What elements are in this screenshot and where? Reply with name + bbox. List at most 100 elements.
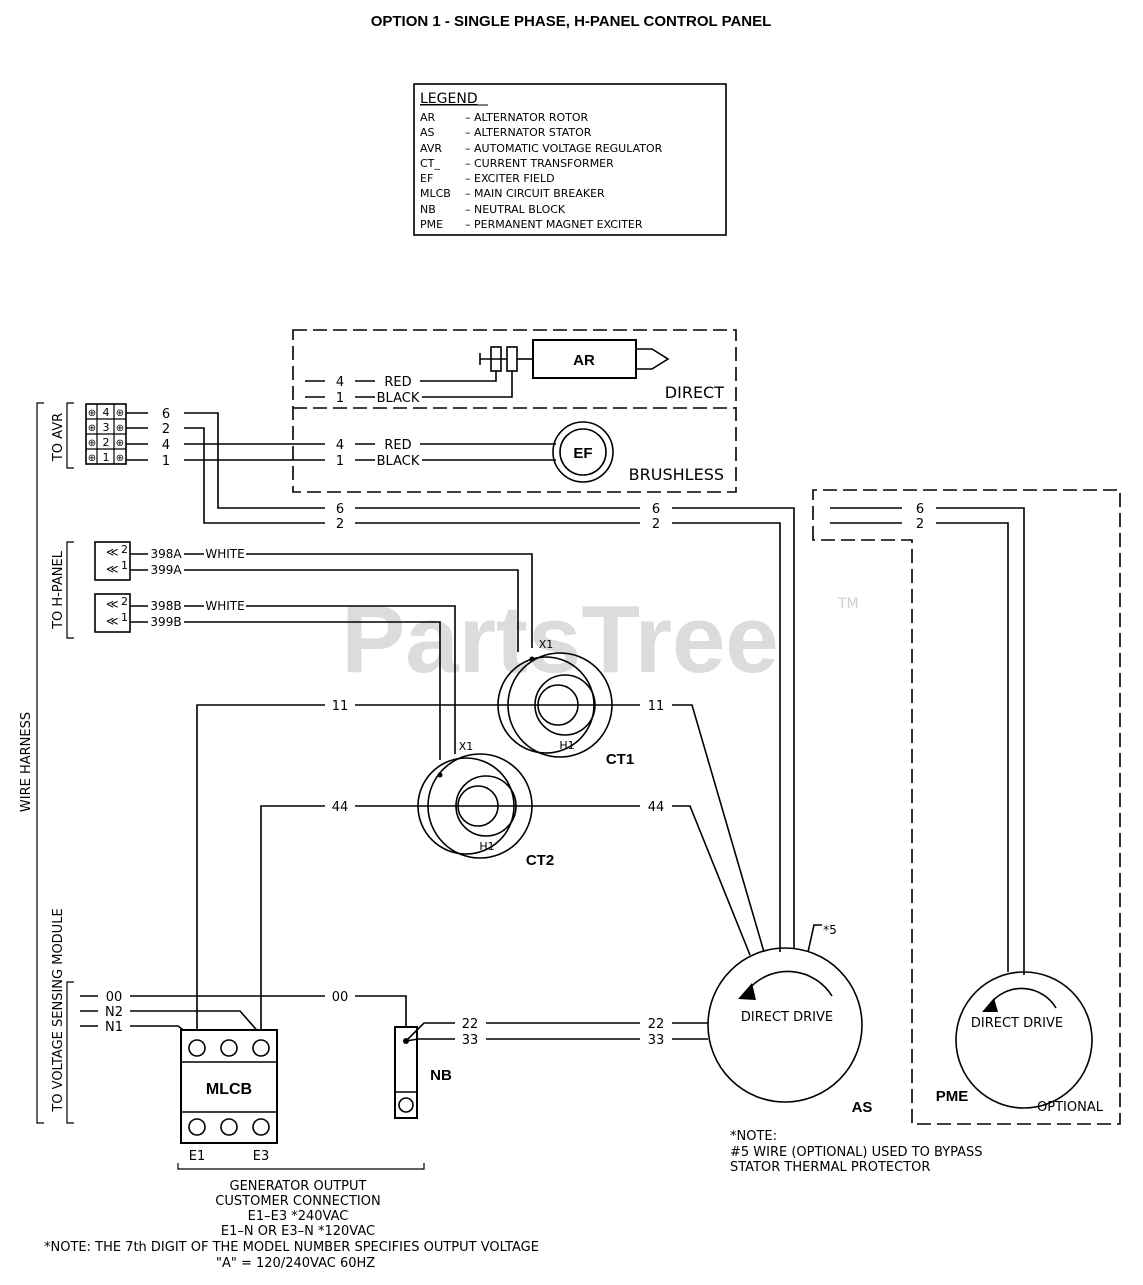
wire-label: 2 bbox=[162, 422, 170, 437]
ar-rotor bbox=[532, 339, 637, 379]
legend-abbr: NB bbox=[420, 203, 436, 216]
connector-pin: 1 bbox=[121, 559, 128, 572]
slip-ring bbox=[506, 346, 518, 372]
wire-color-label: BLACK bbox=[377, 391, 420, 406]
wire-label: 1 bbox=[336, 454, 344, 469]
avr-ef-wires: 4 RED 1 BLACK bbox=[184, 438, 556, 469]
wires-6-2: 6 2 6 2 bbox=[184, 412, 795, 952]
ct2-h1-label: H1 bbox=[479, 840, 494, 853]
legend-desc: – NEUTRAL BLOCK bbox=[465, 203, 566, 216]
wire-label: 4 bbox=[162, 438, 170, 453]
pme-rotor bbox=[955, 971, 1093, 1109]
connector-pin: 1 bbox=[121, 611, 128, 624]
ct1-label: CT1 bbox=[606, 751, 634, 768]
wire-color-label: WHITE bbox=[205, 599, 244, 613]
wire-label: 4 bbox=[336, 438, 344, 453]
wire-label: 2 bbox=[336, 517, 344, 532]
svg-text:⊕: ⊕ bbox=[88, 438, 96, 449]
mlcb-breaker: MLCB E1 E3 bbox=[177, 1029, 425, 1170]
avr-connector: ⊕ ⊕ ⊕ ⊕ ⊕ ⊕ ⊕ ⊕ 4 3 2 1 6 2 4 1 bbox=[85, 403, 170, 469]
e1-label: E1 bbox=[189, 1149, 206, 1164]
output-note: GENERATOR OUTPUT CUSTOMER CONNECTION E1–… bbox=[215, 1179, 380, 1239]
h-panel-connector-b bbox=[94, 593, 131, 633]
legend-abbr: AVR bbox=[420, 142, 442, 155]
nb-label: NB bbox=[430, 1067, 452, 1084]
note-line: E1–N OR E3–N *120VAC bbox=[221, 1224, 375, 1239]
note-line: *NOTE: THE 7th DIGIT OF THE MODEL NUMBER… bbox=[44, 1240, 539, 1255]
wire-label: 22 bbox=[462, 1017, 479, 1032]
wire-11: 11 11 bbox=[196, 699, 765, 1035]
wire-label: 1 bbox=[336, 391, 344, 406]
watermark-tm: TM bbox=[837, 596, 859, 612]
as-stator: DIRECT DRIVE AS *5 bbox=[707, 923, 872, 1116]
to-voltage-sensing-label: TO VOLTAGE SENSING MODULE bbox=[51, 908, 66, 1112]
ct1-h1-label: H1 bbox=[559, 739, 574, 752]
avr-pin: 3 bbox=[103, 421, 110, 434]
pme-drive-label: DIRECT DRIVE bbox=[971, 1016, 1063, 1031]
e3-label: E3 bbox=[253, 1149, 270, 1164]
legend: LEGEND AR – ALTERNATOR ROTOR AS – ALTERN… bbox=[413, 83, 727, 236]
legend-desc: – MAIN CIRCUIT BREAKER bbox=[465, 187, 605, 200]
legend-abbr: MLCB bbox=[420, 187, 451, 200]
note-line: *NOTE: bbox=[730, 1129, 777, 1144]
svg-text:≪: ≪ bbox=[106, 597, 119, 611]
note-line: E1–E3 *240VAC bbox=[248, 1209, 349, 1224]
wire-label: 11 bbox=[332, 699, 349, 714]
side-brackets: TO AVR TO H-PANEL WIRE HARNESS TO VOLTAG… bbox=[19, 402, 74, 1124]
wire-color-label: RED bbox=[384, 375, 411, 390]
svg-text:⊕: ⊕ bbox=[116, 423, 124, 434]
wire-label: 6 bbox=[336, 502, 344, 517]
avr-pin: 2 bbox=[103, 436, 110, 449]
mlcb-label: MLCB bbox=[206, 1081, 252, 1098]
wire-label: N1 bbox=[105, 1020, 123, 1035]
legend-abbr: PME bbox=[420, 218, 443, 231]
svg-text:⊕: ⊕ bbox=[88, 408, 96, 419]
wire-label: 4 bbox=[336, 375, 344, 390]
wire-color-label: RED bbox=[384, 438, 411, 453]
wire-label: 6 bbox=[916, 502, 924, 517]
ct2: X1 H1 CT2 bbox=[417, 740, 554, 869]
star5-label: *5 bbox=[823, 923, 837, 937]
wire-label: 6 bbox=[652, 502, 660, 517]
legend-desc: – CURRENT TRANSFORMER bbox=[465, 157, 614, 170]
wire-label: 398A bbox=[150, 547, 182, 561]
legend-desc: – ALTERNATOR ROTOR bbox=[465, 111, 589, 124]
pme-enclosure: 6 2 DIRECT DRIVE PME OPTIONAL bbox=[812, 489, 1121, 1125]
wire-label: 398B bbox=[150, 599, 181, 613]
wire-label: 00 bbox=[332, 990, 349, 1005]
legend-desc: – EXCITER FIELD bbox=[465, 172, 555, 185]
legend-desc: – ALTERNATOR STATOR bbox=[465, 126, 592, 139]
connector-pin: 2 bbox=[121, 595, 128, 608]
legend-abbr: EF bbox=[420, 172, 433, 185]
legend-abbr: AS bbox=[420, 126, 435, 139]
legend-heading: LEGEND bbox=[420, 91, 478, 107]
svg-text:⊕: ⊕ bbox=[116, 453, 124, 464]
ef-outer bbox=[552, 421, 614, 483]
wire-44: 44 44 bbox=[260, 800, 751, 1035]
svg-text:⊕: ⊕ bbox=[88, 453, 96, 464]
h-panel-connector-a bbox=[94, 541, 131, 581]
legend-desc: – AUTOMATIC VOLTAGE REGULATOR bbox=[465, 142, 663, 155]
optional-label: OPTIONAL bbox=[1037, 1100, 1104, 1115]
wire-color-label: WHITE bbox=[205, 547, 244, 561]
svg-text:≪: ≪ bbox=[106, 562, 119, 576]
avr-pin: 4 bbox=[103, 406, 110, 419]
svg-text:⊕: ⊕ bbox=[116, 438, 124, 449]
ct2-x1-label: X1 bbox=[459, 740, 474, 753]
svg-text:≪: ≪ bbox=[106, 545, 119, 559]
pme-label: PME bbox=[936, 1088, 969, 1105]
wire-label: 11 bbox=[648, 699, 665, 714]
diagram-title: OPTION 1 - SINGLE PHASE, H-PANEL CONTROL… bbox=[371, 13, 772, 30]
connector-pin: 2 bbox=[121, 543, 128, 556]
avr-pin: 1 bbox=[103, 451, 110, 464]
note-line: GENERATOR OUTPUT bbox=[230, 1179, 367, 1194]
wire-label: 2 bbox=[652, 517, 660, 532]
ct1-x1-label: X1 bbox=[539, 638, 554, 651]
wire-label: 2 bbox=[916, 517, 924, 532]
model-note: *NOTE: THE 7th DIGIT OF THE MODEL NUMBER… bbox=[44, 1240, 539, 1271]
wire-label: 399B bbox=[150, 615, 181, 629]
voltage-sensing-wires: 00 00 N2 N1 bbox=[80, 990, 407, 1041]
ct2-label: CT2 bbox=[526, 852, 554, 869]
wire-label: 44 bbox=[648, 800, 665, 815]
